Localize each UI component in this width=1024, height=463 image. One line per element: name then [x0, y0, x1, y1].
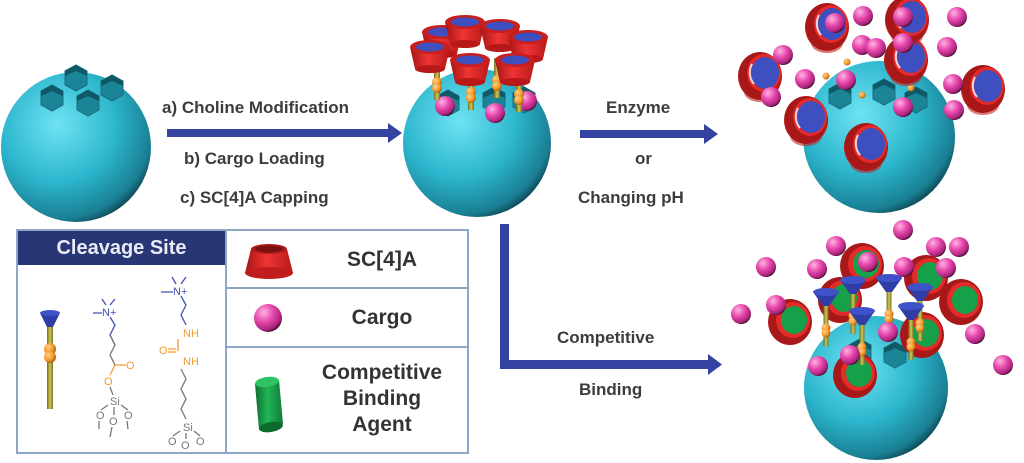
released-nanoparticle-enzyme: [737, 0, 1006, 213]
label-choline-modification: a) Choline Modification: [162, 98, 349, 117]
legend-item-competitive-binding-agent: Competitive Binding Agent: [227, 348, 467, 452]
s1-ome-1: O: [96, 410, 105, 422]
legend-box: Cleavage Site N+ O O Si O: [16, 229, 469, 454]
s1-si: Si: [110, 396, 120, 408]
legend-label-agent: Agent: [352, 413, 412, 436]
s1-carbonyl-o: O: [126, 360, 135, 372]
label-sc4a-capping: c) SC[4]A Capping: [180, 188, 329, 207]
capped-nanoparticle: [403, 15, 551, 217]
label-cargo-loading: b) Cargo Loading: [184, 149, 325, 168]
released-nanoparticle-competitive: [731, 220, 1013, 460]
stalk-linker-icon: [40, 310, 60, 409]
ester-linker-structure: N+ O O Si O O O: [93, 298, 135, 438]
pink-sphere-icon: [254, 304, 282, 332]
label-enzyme: Enzyme: [606, 98, 671, 117]
s2-ome-1: O: [168, 436, 177, 448]
legend-label-competitive: Competitive: [321, 361, 443, 384]
s1-ome-3: O: [124, 410, 133, 422]
s1-ester-o: O: [104, 376, 113, 388]
cleavage-structures: N+ O O Si O O O N+ NH O NH: [40, 276, 205, 452]
s2-ome-2: O: [181, 440, 190, 452]
s1-ome-2: O: [109, 416, 118, 428]
s2-nh-2: NH: [183, 356, 199, 368]
s2-si: Si: [183, 422, 193, 434]
legend-label-sc4a: SC[4]A: [346, 248, 417, 271]
label-or: or: [635, 149, 652, 168]
s2-urea-o: O: [159, 345, 168, 357]
label-changing-ph: Changing pH: [578, 188, 684, 207]
bare-silica-nanoparticle: [1, 64, 151, 222]
cleavage-site-panel: Cleavage Site N+ O O Si O: [18, 231, 227, 452]
arrow-step1: [167, 123, 402, 143]
s2-ammonium-label: N+: [173, 286, 187, 298]
legend-item-sc4a: SC[4]A: [227, 231, 467, 289]
arrow-enzyme-ph: [580, 124, 718, 144]
red-truncated-cone-icon: [245, 244, 293, 279]
cleavage-site-header: Cleavage Site: [18, 231, 225, 265]
legend-item-cargo: Cargo: [227, 289, 467, 348]
legend-label-binding: Binding: [342, 387, 422, 410]
urea-linker-structure: N+ NH O NH Si O O O: [159, 276, 205, 452]
s2-ome-3: O: [196, 436, 205, 448]
label-competitive: Competitive: [557, 328, 655, 347]
s1-ammonium-label: N+: [102, 307, 116, 319]
legend-label-cargo: Cargo: [351, 306, 413, 329]
arrow-competitive-binding: [500, 224, 722, 375]
label-binding: Binding: [579, 380, 643, 399]
green-cylinder-icon: [255, 376, 283, 433]
s2-nh-1: NH: [183, 328, 199, 340]
